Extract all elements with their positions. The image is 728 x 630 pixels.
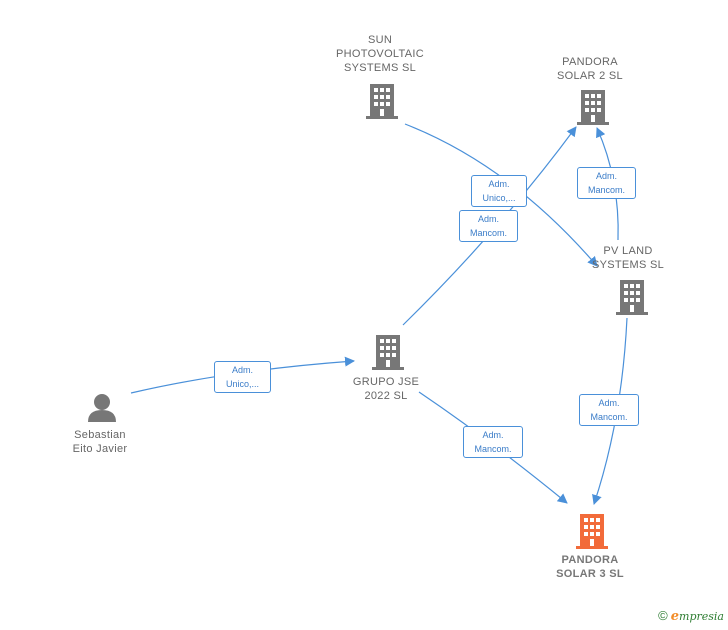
brand-e: e [670,609,680,624]
node-label-sun[interactable]: SUN PHOTOVOLTAIC SYSTEMS SL [336,34,424,74]
node-label-sebastian[interactable]: Sebastian Eito Javier [72,429,128,455]
building-icon[interactable] [576,514,608,549]
building-icon[interactable] [372,335,404,370]
edge-label-sun-pvland[interactable]: Adm. Unico,... [471,175,527,207]
node-label-grupo[interactable]: GRUPO JSE 2022 SL [352,376,420,402]
person-icon[interactable] [88,394,116,422]
copyright-symbol: © [658,608,668,623]
building-icon[interactable] [616,280,648,315]
edge-label-grupo-pandora3[interactable]: Adm. Mancom. [463,426,523,458]
edge-label-pvland-pandora3[interactable]: Adm. Mancom. [579,394,639,426]
brand-logo: ©empresia [658,608,724,624]
building-icon[interactable] [577,90,609,125]
node-label-pandora3[interactable]: PANDORA SOLAR 3 SL [556,554,624,580]
edge-label-pvland-pandora2[interactable]: Adm. Mancom. [577,167,636,199]
edge-label-seb-grupo[interactable]: Adm. Unico,... [214,361,271,393]
node-label-pandora2[interactable]: PANDORA SOLAR 2 SL [557,56,623,82]
building-icon[interactable] [366,84,398,119]
node-label-pvland[interactable]: PV LAND SYSTEMS SL [591,245,665,271]
edge-label-grupo-pandora2[interactable]: Adm. Mancom. [459,210,518,242]
brand-rest: mpresia [679,610,724,623]
